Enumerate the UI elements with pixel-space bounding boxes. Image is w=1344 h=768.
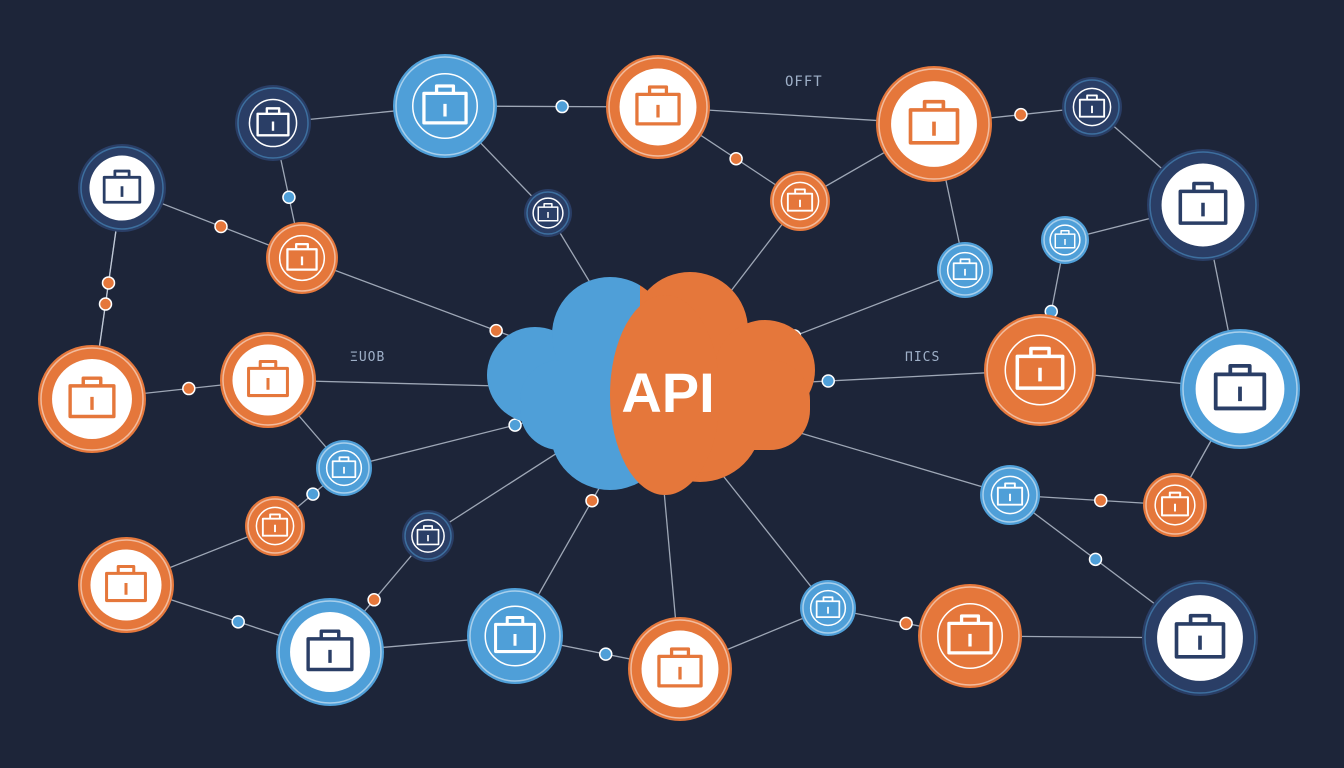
service-icon <box>1142 580 1258 696</box>
junction-dot <box>489 323 503 338</box>
target-icon <box>1041 216 1089 264</box>
junction-dot <box>729 151 743 166</box>
gear-face-icon <box>393 54 497 158</box>
junction-dot <box>1014 107 1028 122</box>
server-icon <box>220 332 316 428</box>
junction-dot <box>1094 493 1108 508</box>
junction-dot <box>1088 552 1103 567</box>
junction-dot <box>231 615 245 629</box>
junction-dot <box>555 99 569 114</box>
user-profile-icon <box>1147 149 1259 261</box>
top-caption: OFFT <box>785 74 823 90</box>
junction-dot <box>899 616 913 631</box>
right-caption: ΠICS <box>905 350 941 365</box>
junction-dot <box>182 381 196 396</box>
building-icon <box>276 598 384 706</box>
chat-icon <box>918 584 1022 688</box>
api-cloud-hub: API <box>487 272 815 495</box>
shield-icon <box>770 171 830 231</box>
factory-icon <box>78 537 174 633</box>
cloud-icon <box>984 314 1096 426</box>
junction-dot <box>282 190 296 204</box>
window-icon <box>1143 473 1207 537</box>
compass-icon <box>1062 77 1122 137</box>
lock-icon <box>467 588 563 684</box>
chip-icon <box>38 345 146 453</box>
service-nodes <box>38 54 1300 721</box>
junction-dot <box>821 374 835 388</box>
junction-dot <box>585 493 599 508</box>
api-label: API <box>621 361 714 424</box>
junction-dot <box>367 593 381 607</box>
document-icon <box>606 55 710 159</box>
map-pin-icon <box>1180 329 1300 449</box>
junction-dot <box>214 219 228 234</box>
junction-dot <box>101 276 116 290</box>
cog-icon <box>524 189 572 237</box>
monitor-chart-icon <box>876 66 992 182</box>
globe-icon <box>937 242 993 298</box>
box-icon <box>78 144 166 232</box>
dial-icon <box>800 580 856 636</box>
database-icon <box>316 440 372 496</box>
left-caption: ΞUOB <box>350 350 386 365</box>
network-icon <box>402 510 454 562</box>
junction-dot <box>306 487 320 501</box>
gear-icon <box>980 465 1040 525</box>
flowchart-icon <box>245 496 305 556</box>
junction-dot <box>98 297 113 311</box>
junction-dot <box>508 418 522 432</box>
handshake-icon <box>266 222 338 294</box>
plug-icon <box>628 617 732 721</box>
robot-head-icon <box>235 85 311 161</box>
junction-dot <box>599 647 613 661</box>
